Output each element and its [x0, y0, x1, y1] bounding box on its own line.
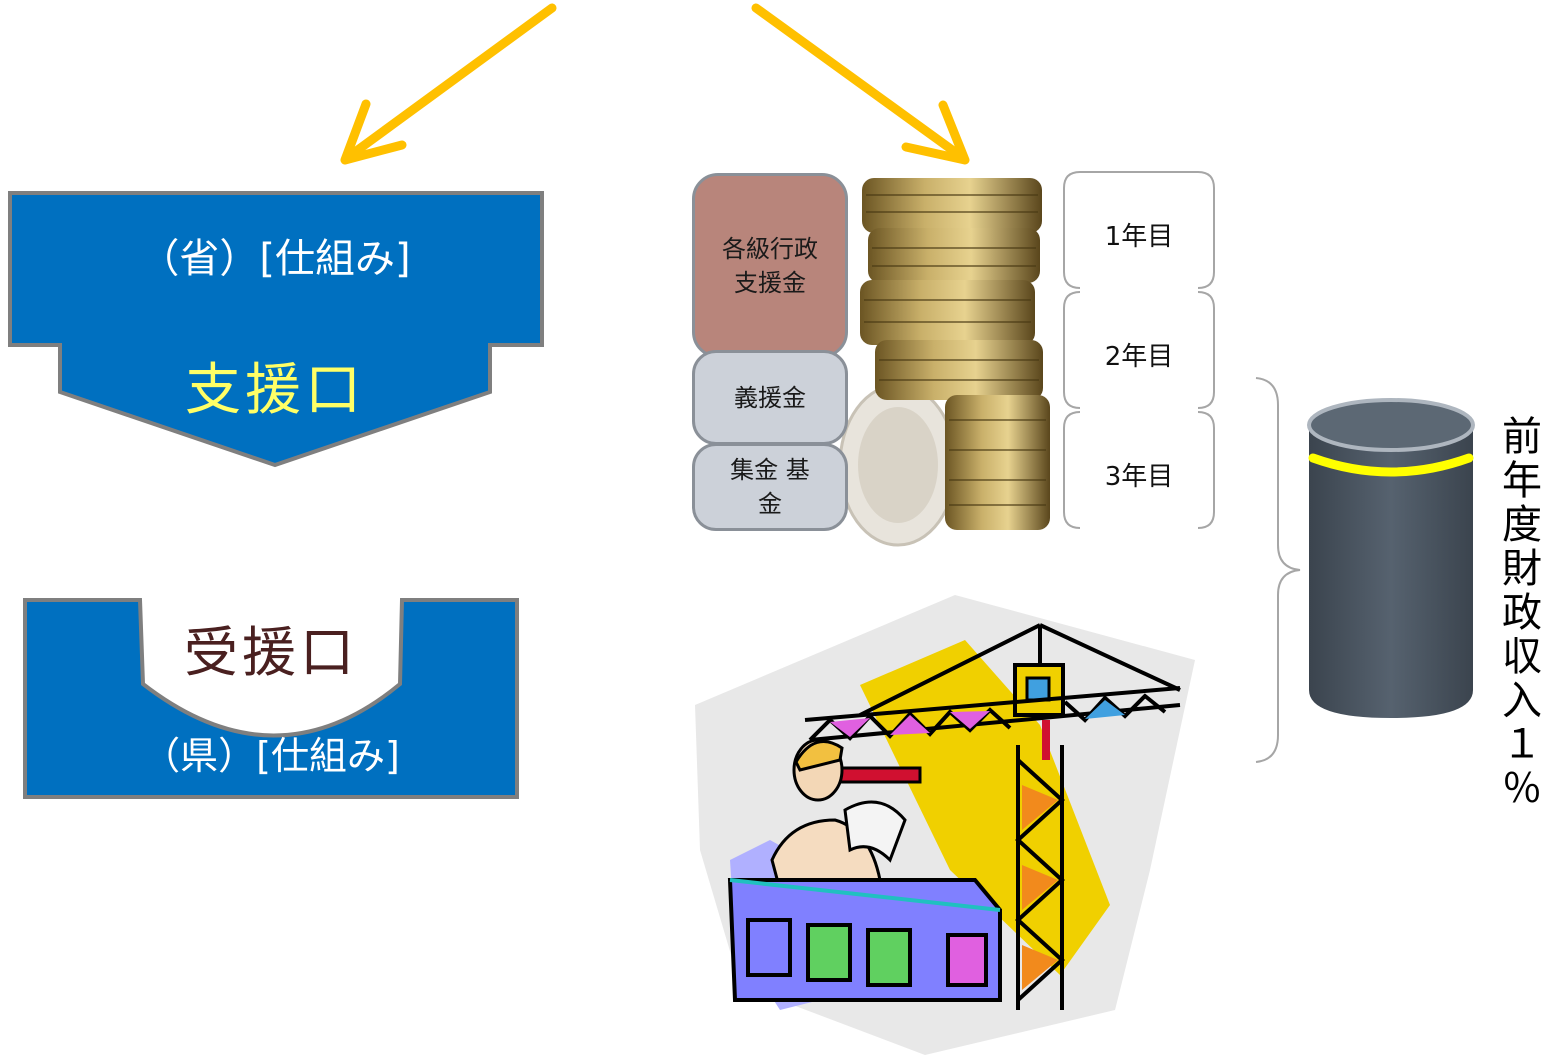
fund-admin-label: 各級行政 支援金: [722, 234, 818, 297]
fund-donation: 義援金: [692, 350, 848, 445]
year-brackets: [1063, 171, 1215, 529]
arrowhead-left: [340, 99, 407, 165]
coin-stack-image: [838, 178, 1050, 547]
receiving-label: 受援口: [184, 620, 358, 684]
sending-label: 支援口: [185, 357, 365, 423]
budget-note: 前年度財政収入１％: [1495, 415, 1541, 811]
year-1-label: 1年目: [1104, 222, 1174, 252]
arrow-to-sending: [350, 3, 557, 157]
sending-shape: [8, 191, 544, 468]
curly-brace: [1255, 377, 1301, 763]
receiving-shape: [23, 598, 519, 799]
construction-clipart: [695, 595, 1195, 1055]
fund-donation-label: 義援金: [734, 383, 806, 412]
arrow-to-funds: [751, 3, 960, 157]
sending-title: （省）[仕組み]: [139, 236, 411, 282]
budget-cylinder: [1307, 398, 1475, 718]
arrowhead-right: [901, 100, 970, 165]
year-2-label: 2年目: [1104, 342, 1174, 372]
fund-admin-support: 各級行政 支援金: [692, 173, 848, 358]
receiving-subtitle: （県）[仕組み]: [142, 733, 400, 778]
fund-collection-label: 集金 基 金: [730, 456, 810, 518]
fund-collection: 集金 基 金: [692, 443, 848, 531]
year-3-label: 3年目: [1104, 462, 1174, 492]
